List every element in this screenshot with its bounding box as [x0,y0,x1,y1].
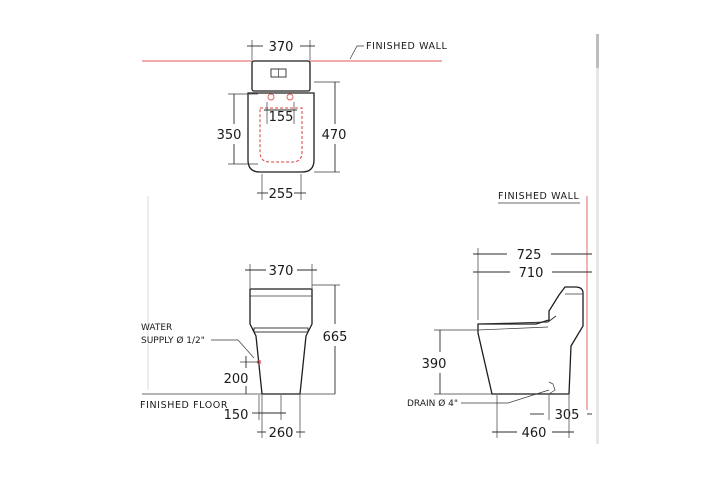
side-view: FINISHED WALL 725 710 390 DRAIN Ø 4" 305 [407,191,592,441]
water-supply-label-2: SUPPLY Ø 1/2" [141,335,205,346]
dim-side-bowl-length: 710 [519,266,544,281]
finished-wall-leader-top [349,45,364,60]
dim-front-height: 665 [323,330,348,345]
dim-front-base-width: 260 [269,426,294,441]
dim-front-width: 370 [269,264,294,279]
dim-top-depth-total: 470 [322,128,347,143]
hinge-right [286,93,294,101]
toilet-outline-front [249,288,313,395]
toilet-outline-side [477,286,584,395]
seat-outline-plan [259,107,303,163]
seat-front [253,327,309,333]
bowl-outline-plan [247,92,315,173]
dim-outlet-spacing: 155 [269,110,294,125]
finished-wall-label-top: FINISHED WALL [366,41,448,52]
drain-label: DRAIN Ø 4" [407,398,458,409]
dim-drain-distance: 305 [555,408,580,423]
front-view: FINISHED FLOOR 370 665 WATER SUPPLY Ø 1/… [140,264,347,441]
dim-side-total-length: 725 [517,248,542,263]
seat-lower-side [477,326,549,331]
finished-floor-label: FINISHED FLOOR [140,400,228,411]
dim-top-width: 370 [269,40,294,55]
dim-seat-height: 390 [422,357,447,372]
hinge-left [267,93,275,101]
tank-outline-plan [251,60,311,92]
seat-side [477,315,557,325]
dim-top-depth-inner: 350 [217,128,242,143]
water-supply-leader [211,339,255,359]
dim-supply-height: 200 [224,372,249,387]
drain-outlet-side [548,381,556,395]
plan-view: FINISHED WALL 370 350 470 155 [142,40,448,202]
finished-wall-label-side: FINISHED WALL [498,191,580,202]
scrollbar-track[interactable] [596,34,599,444]
drain-leader [461,389,550,404]
scrollbar-thumb[interactable] [596,34,599,68]
dim-supply-offset: 150 [224,408,249,423]
dim-side-base-length: 460 [522,426,547,441]
dim-base-width-plan: 255 [269,187,294,202]
water-supply-label-1: WATER [141,323,172,333]
